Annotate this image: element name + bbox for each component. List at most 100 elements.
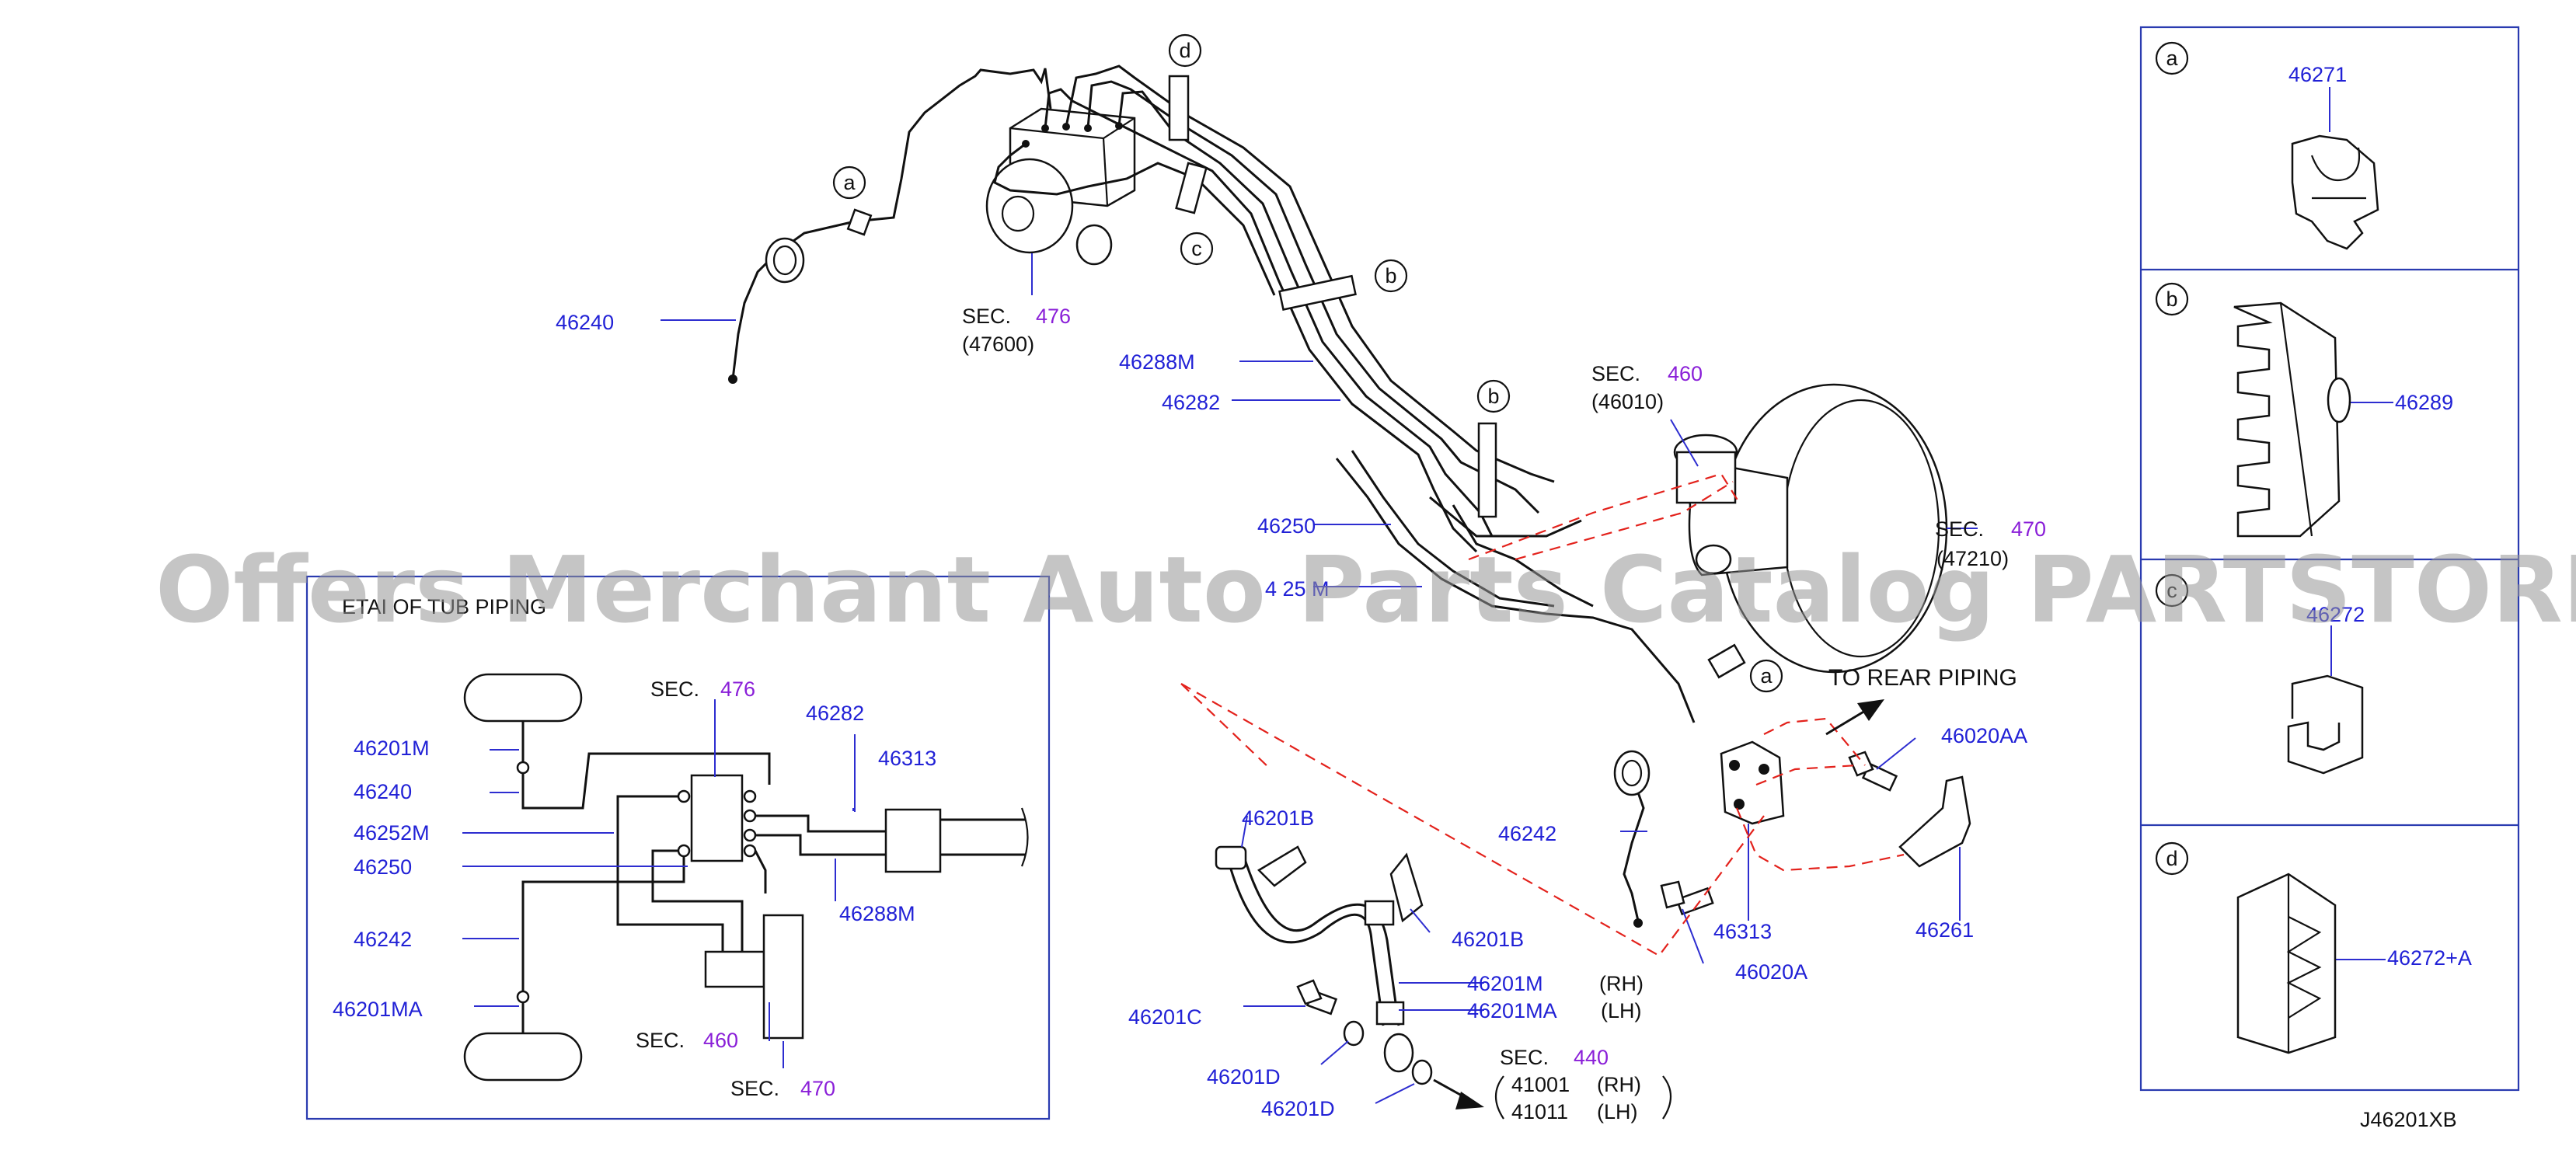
label-4625xM: 4 25 M	[1265, 577, 1330, 601]
label-47210: (47210)	[1936, 547, 2009, 570]
label-sec-460: SEC.	[1591, 362, 1640, 385]
detail-label-46250: 46250	[354, 855, 412, 879]
callout-a-main: a	[832, 165, 866, 200]
leader-lines	[661, 319, 1699, 1011]
panel-c: c 46272	[2155, 573, 2365, 775]
svg-text:c: c	[1191, 237, 1202, 260]
detail-label-46288M: 46288M	[839, 902, 915, 925]
washers-46201D	[1320, 1020, 1433, 1104]
connector-46313	[1720, 740, 1785, 921]
svg-text:b: b	[2166, 287, 2177, 311]
callout-b-lower: b	[1476, 379, 1511, 413]
svg-text:b: b	[1487, 385, 1499, 408]
panel-d-part: 46272+A	[2387, 946, 2472, 970]
grommet-46240	[765, 237, 805, 284]
clip-46271	[2291, 134, 2379, 250]
bracket-46261	[1898, 775, 1971, 921]
hose-fitting-top	[1215, 845, 1247, 870]
callout-d-main: d	[1168, 33, 1202, 68]
panel-b: b 46289	[2155, 282, 2453, 538]
tube-46240	[728, 68, 1052, 384]
label-rh: (RH)	[1599, 972, 1644, 995]
clip-d	[1168, 75, 1190, 141]
detail-label-sec-476: SEC.	[650, 678, 699, 701]
label-sec-476: SEC.	[962, 305, 1011, 328]
detail-label-46282: 46282	[806, 702, 864, 725]
detail-label-46240: 46240	[354, 780, 412, 803]
front-hose	[1215, 815, 1431, 1073]
detail-title: ETAI OF TUB PIPING	[342, 595, 546, 618]
label-41011: 41011	[1511, 1100, 1568, 1123]
label-46020A: 46020A	[1735, 960, 1807, 984]
detail-label-470: 470	[800, 1077, 835, 1100]
watermark: Offers Merchant Auto Parts Catalog PARTS…	[155, 536, 2576, 643]
clip-c	[1175, 162, 1208, 214]
label-46201D-b: 46201D	[1261, 1097, 1335, 1120]
detail-abs	[690, 774, 744, 862]
callout-c-main: c	[1180, 232, 1214, 266]
svg-text:d: d	[1179, 39, 1190, 62]
clip-46201B-bottom	[1389, 852, 1424, 923]
label-46201B-bottom: 46201B	[1452, 928, 1524, 951]
label-46250: 46250	[1257, 514, 1316, 538]
bracket-left	[1494, 1075, 1504, 1120]
detail-label-sec-460: SEC.	[636, 1029, 685, 1052]
label-440: 440	[1574, 1046, 1609, 1069]
panel-c-part: 46272	[2306, 603, 2365, 626]
detail-label-46252M: 46252M	[354, 821, 430, 845]
dashed-guides	[1180, 472, 1905, 957]
clip-b-lower	[1477, 422, 1497, 518]
detail-rear-wheel-top	[463, 673, 583, 723]
detail-master-cyl	[704, 950, 765, 988]
abs-actuator	[985, 107, 1136, 295]
label-41001-rh: (RH)	[1597, 1073, 1641, 1096]
rear-piping-arrow	[1825, 699, 1884, 736]
detail-connector-46313	[884, 808, 942, 873]
svg-text:a: a	[843, 171, 856, 194]
clip-46201B-top	[1257, 845, 1307, 887]
label-lh: (LH)	[1601, 999, 1642, 1022]
svg-text:a: a	[1760, 664, 1773, 688]
clip-46289	[2233, 301, 2341, 538]
diagram-code: J46201XB	[2360, 1108, 2457, 1131]
label-sec-440: SEC.	[1500, 1046, 1549, 1069]
label-46240: 46240	[556, 311, 614, 334]
clip-b-upper	[1278, 274, 1357, 311]
detail-label-46313: 46313	[878, 747, 936, 770]
label-41011-lh: (LH)	[1597, 1100, 1638, 1123]
label-46201D-a: 46201D	[1207, 1065, 1281, 1089]
clip-a-upper	[846, 208, 873, 236]
svg-text:d: d	[2166, 847, 2177, 870]
tube-46242	[1613, 750, 1651, 928]
detail-label-46242: 46242	[354, 928, 412, 951]
panel-a-part: 46271	[2288, 63, 2347, 86]
svg-text:a: a	[2166, 47, 2178, 70]
bolt-46020A	[1660, 880, 1714, 964]
bolt-46201C	[1243, 979, 1338, 1015]
label-46020AA: 46020AA	[1941, 724, 2027, 747]
label-46010: (46010)	[1591, 390, 1664, 413]
clip-panels: a 46271 b 46289 c 46272 d 46272+A	[2139, 26, 2520, 1131]
bracket-right	[1662, 1075, 1672, 1120]
label-46201C: 46201C	[1128, 1005, 1202, 1029]
detail-label-46201MA: 46201MA	[333, 998, 423, 1021]
hose-banjo	[1383, 1033, 1414, 1073]
label-476: 476	[1036, 305, 1071, 328]
label-47600: (47600)	[962, 333, 1034, 356]
bolt-46020AA	[1848, 737, 1916, 792]
panel-d: d 46272+A	[2155, 841, 2472, 1054]
hose-fitting-mid	[1364, 900, 1395, 926]
label-to-rear-piping: TO REAR PIPING	[1828, 665, 2017, 691]
panel-a: a 46271	[2155, 41, 2379, 250]
label-46201B-top: 46201B	[1242, 806, 1314, 830]
brake-booster	[1673, 383, 1978, 674]
callout-b-upper: b	[1374, 259, 1408, 293]
label-470: 470	[2011, 517, 2046, 541]
svg-text:b: b	[1385, 264, 1396, 287]
arrow-sec440	[1433, 1078, 1484, 1109]
clip-a-lower	[1707, 643, 1746, 679]
label-460: 460	[1668, 362, 1703, 385]
front-tube-bundle	[993, 64, 1746, 723]
label-sec-470: SEC.	[1935, 517, 1984, 541]
